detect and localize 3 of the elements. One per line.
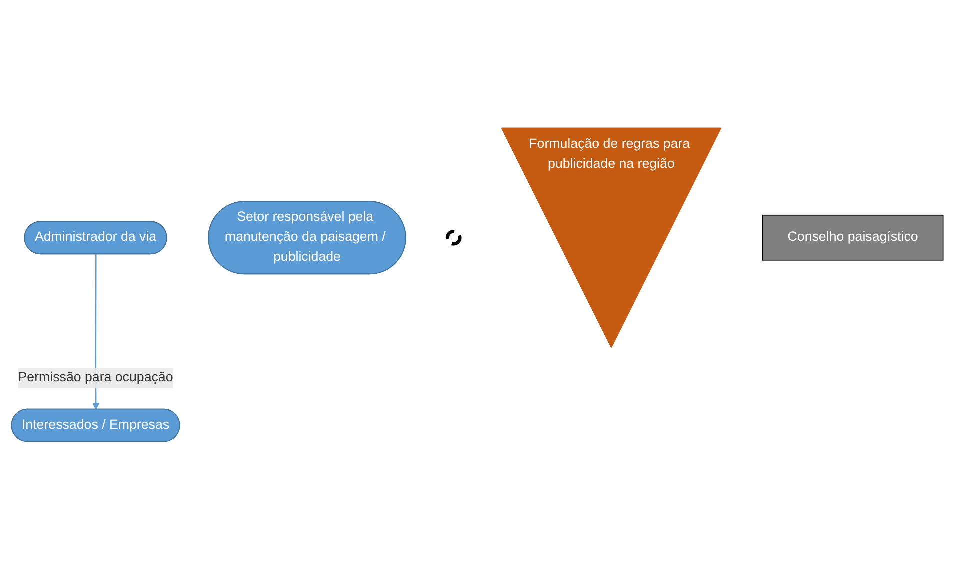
edge-label: Permissão para ocupação <box>18 370 174 385</box>
node-circle <box>446 229 462 246</box>
node-box: Conselho paisagístico <box>762 214 944 260</box>
